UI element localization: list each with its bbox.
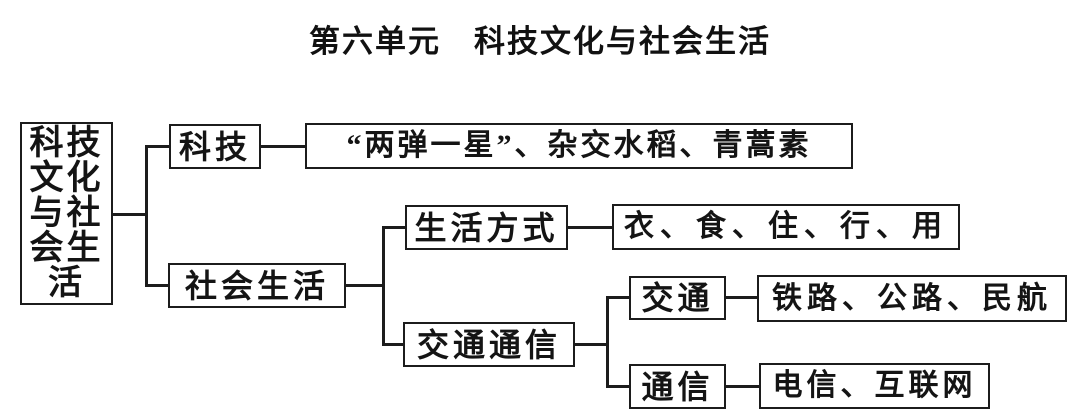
node-transport-items: 铁路、公路、民航 (757, 275, 1067, 322)
connector-social-bracket (382, 226, 385, 346)
node-lifestyle-items: 衣、食、住、行、用 (612, 204, 960, 250)
connector-science-items (259, 145, 307, 148)
connector-to-transport-comm (382, 343, 405, 346)
connector-to-lifestyle (382, 226, 407, 229)
root-line: 科技 (29, 125, 104, 162)
node-transport-communication: 交通通信 (403, 322, 575, 367)
connector-lifestyle-items (566, 226, 614, 229)
connector-to-social-life (145, 284, 170, 287)
connector-transport-items (724, 296, 759, 299)
node-root-science-culture-social-life: 科技 文化 与社 会生 活 (20, 122, 113, 305)
page-title: 第六单元 科技文化与社会生活 (309, 24, 771, 59)
connector-to-transport (606, 296, 631, 299)
node-science-achievements: “两弹一星”、杂交水稻、青蒿素 (305, 123, 853, 169)
node-communication: 通信 (629, 364, 726, 409)
connector-to-communication (606, 385, 631, 388)
root-line: 会生 (29, 230, 104, 267)
root-line: 文化 (29, 160, 104, 197)
connector-root-bracket (145, 145, 148, 287)
node-communication-items: 电信、互联网 (759, 363, 990, 409)
node-transport: 交通 (629, 276, 726, 320)
node-lifestyle: 生活方式 (405, 205, 568, 250)
connector-social-stem (344, 284, 385, 287)
connector-root-stem (111, 213, 147, 216)
connector-to-science (145, 145, 171, 148)
node-social-life: 社会生活 (168, 263, 346, 308)
connector-transport-comm-bracket (606, 296, 609, 388)
root-line: 与社 (29, 195, 104, 232)
node-science-tech: 科技 (169, 124, 261, 169)
connector-communication-items (724, 385, 761, 388)
connector-transport-comm-stem (573, 343, 609, 346)
root-line: 活 (48, 265, 85, 302)
